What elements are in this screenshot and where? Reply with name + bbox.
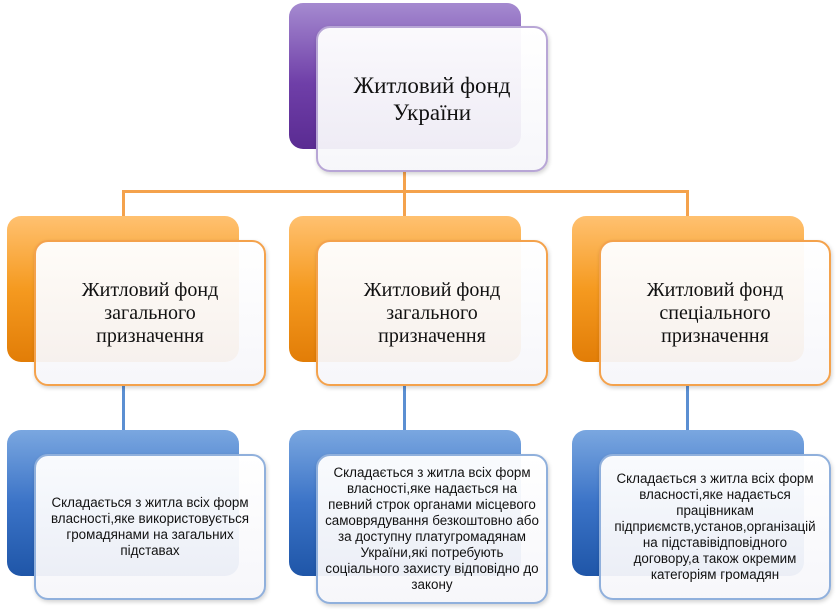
level1-node-1[interactable]: Житловий фонд загального призначення <box>34 240 266 386</box>
connector-drop-right <box>686 190 689 217</box>
level1-node-2-label: Житловий фонд загального призначення <box>363 278 501 347</box>
connector-root-down <box>403 172 406 192</box>
connector-drop-left <box>122 190 125 217</box>
root-node[interactable]: Житловий фонд України <box>316 26 548 172</box>
connector-right-down <box>686 386 689 430</box>
level2-node-3[interactable]: Складається з житла всіх форм власності,… <box>599 454 831 600</box>
connector-left-down <box>122 386 125 430</box>
level2-node-1[interactable]: Складається з житла всіх форм власності,… <box>34 454 266 600</box>
level2-node-2[interactable]: Складається з житла всіх форм власності,… <box>316 454 548 604</box>
level1-node-3-label: Житловий фонд спеціального призначення <box>646 278 784 347</box>
level2-node-1-label: Складається з житла всіх форм власності,… <box>50 495 250 558</box>
level2-node-2-label: Складається з житла всіх форм власності,… <box>325 465 539 592</box>
level2-node-3-label: Складається з житла всіх форм власності,… <box>614 471 816 582</box>
level1-node-3[interactable]: Житловий фонд спеціального призначення <box>599 240 831 386</box>
level1-node-2[interactable]: Житловий фонд загального призначення <box>316 240 548 386</box>
connector-drop-center <box>403 190 406 217</box>
connector-center-down <box>403 386 406 430</box>
level1-node-1-label: Житловий фонд загального призначення <box>81 278 219 347</box>
root-node-label: Житловий фонд України <box>353 73 511 125</box>
